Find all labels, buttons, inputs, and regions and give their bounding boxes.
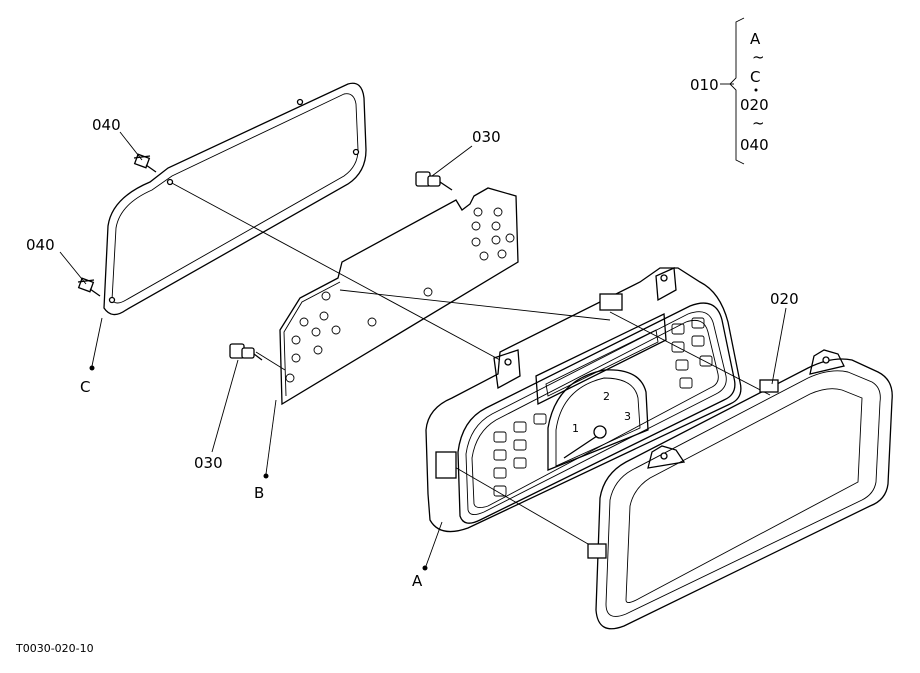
assembly-legend: 010 A ~ C 020 ~ 040 xyxy=(690,17,769,165)
ref-a: A xyxy=(412,572,423,590)
legend-line-020: 020 xyxy=(740,96,769,114)
legend-tilde-1: ~ xyxy=(752,48,765,66)
callout-030-top: 030 xyxy=(472,128,501,146)
gauge-tick-2: 2 xyxy=(603,390,610,403)
warning-lamps-left xyxy=(493,413,547,497)
callout-leaders xyxy=(59,131,787,571)
board-component-dots xyxy=(285,207,515,383)
warning-lamps-right xyxy=(671,317,713,389)
rear-cover xyxy=(103,82,367,316)
assembly-lines xyxy=(169,181,771,549)
callout-040-left: 040 xyxy=(26,236,55,254)
screw-040-left xyxy=(77,277,101,297)
callout-010: 010 xyxy=(690,76,719,94)
callout-030-bottom: 030 xyxy=(194,454,223,472)
ref-c: C xyxy=(80,378,90,396)
circuit-board xyxy=(279,187,519,406)
screw-040-top xyxy=(133,153,157,173)
gauge-tick-3: 3 xyxy=(624,410,631,423)
legend-line-c: C xyxy=(750,68,760,86)
bulb-030-top xyxy=(415,171,453,191)
callout-040-top: 040 xyxy=(92,116,121,134)
bulb-030-bottom xyxy=(229,343,263,361)
legend-line-a: A xyxy=(750,30,761,48)
drawing-code: T0030-020-10 xyxy=(15,642,94,655)
legend-tilde-2: ~ xyxy=(752,114,765,132)
meter-housing: 1 2 3 xyxy=(425,267,742,533)
callout-020: 020 xyxy=(770,290,799,308)
legend-line-040: 040 xyxy=(740,136,769,154)
ref-b: B xyxy=(254,484,264,502)
lens-cover xyxy=(587,349,893,630)
gauge-tick-1: 1 xyxy=(572,422,579,435)
